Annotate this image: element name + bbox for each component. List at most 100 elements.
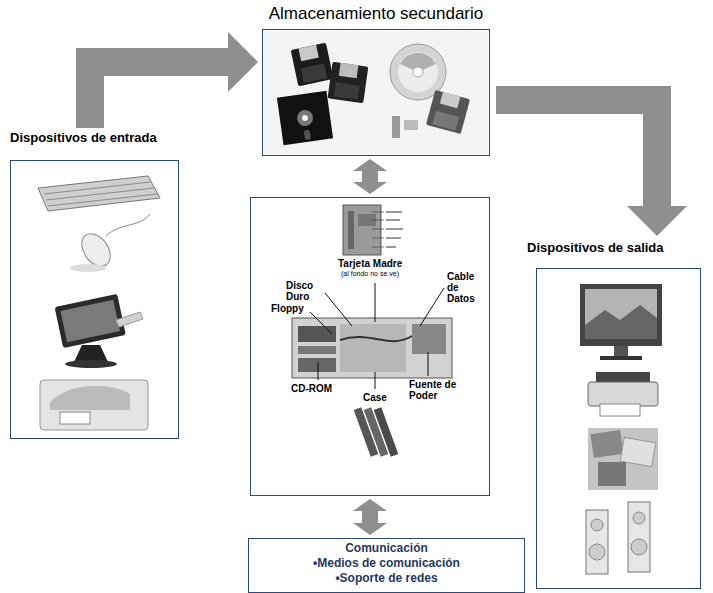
leader-lines-part bbox=[420, 288, 444, 326]
input-devices-pictures-part bbox=[44, 182, 150, 194]
storage-media-photo-part bbox=[404, 120, 418, 130]
computer-parts-pictures-part bbox=[412, 324, 446, 354]
block-arrow bbox=[353, 159, 387, 194]
storage-media-photo-part-part bbox=[298, 45, 318, 61]
output-devices-pictures-part bbox=[580, 284, 662, 346]
part-label: Cable de Datos bbox=[446, 271, 486, 304]
input-devices-pictures-part bbox=[65, 360, 117, 368]
storage-media-photo-part bbox=[398, 52, 438, 92]
output-devices-pictures-part bbox=[631, 539, 647, 555]
output-devices-pictures-part bbox=[600, 404, 640, 416]
arrow-head bbox=[627, 206, 687, 236]
computer-parts-pictures-part bbox=[386, 219, 400, 221]
computer-parts-pictures-part bbox=[372, 212, 384, 213]
box-frame bbox=[536, 268, 701, 589]
storage-media-photo-part-part bbox=[432, 111, 459, 131]
input-devices-pictures-part bbox=[70, 264, 106, 272]
storage-media-photo-part bbox=[277, 91, 333, 145]
computer-parts-pictures-part-part bbox=[374, 407, 399, 457]
section-heading: Almacenamiento secundario bbox=[262, 3, 490, 24]
section-heading: Dispositivos de salida bbox=[527, 240, 701, 256]
computer-parts-pictures-part bbox=[386, 228, 403, 230]
input-devices-pictures-part bbox=[60, 412, 90, 424]
computer-parts-pictures-part bbox=[298, 346, 336, 354]
computer-parts-pictures-part bbox=[340, 324, 406, 372]
part-label: Floppy bbox=[270, 303, 305, 314]
bullet-item: •Medios de comunicación bbox=[248, 556, 525, 571]
node-box: Almacenamiento secundario bbox=[262, 3, 490, 156]
output-devices-pictures-part bbox=[588, 382, 658, 406]
input-devices-pictures-part bbox=[55, 294, 126, 348]
storage-media-photo-part bbox=[264, 31, 488, 154]
output-devices-pictures-part bbox=[614, 346, 628, 356]
leader-lines bbox=[310, 283, 444, 389]
section-heading: Dispositivos de entrada bbox=[10, 130, 179, 146]
input-devices-pictures-part bbox=[50, 386, 130, 410]
node-box: Dispositivos de entrada bbox=[10, 130, 179, 439]
part-label: Disco Duro bbox=[285, 280, 323, 302]
node-box: Comunicación•Medios de comunicación•Sopo… bbox=[248, 538, 525, 593]
arrow-shaft bbox=[90, 62, 229, 128]
arrow-head bbox=[228, 32, 258, 92]
storage-media-photo-part-part bbox=[339, 63, 359, 78]
output-devices-pictures-part bbox=[585, 305, 657, 339]
part-label: Tarjeta Madre bbox=[337, 258, 403, 269]
block-arrow bbox=[90, 32, 258, 128]
input-devices-pictures-part bbox=[116, 312, 143, 327]
storage-media-photo-part-part bbox=[426, 90, 470, 134]
storage-media-photo-part bbox=[392, 116, 400, 138]
input-devices-pictures-part-part bbox=[55, 294, 126, 348]
box-heading: Comunicación bbox=[248, 541, 525, 556]
computer-parts-pictures-part bbox=[298, 358, 336, 372]
computer-parts-pictures-part bbox=[372, 229, 384, 230]
output-devices-pictures-part bbox=[598, 462, 626, 486]
input-devices-pictures-part-part bbox=[60, 300, 119, 343]
computer-parts-pictures-part bbox=[386, 237, 401, 239]
computer-parts-pictures bbox=[292, 205, 452, 457]
part-label: Case bbox=[362, 392, 388, 403]
leader-lines-part bbox=[375, 372, 376, 389]
output-devices-pictures-part bbox=[585, 289, 657, 339]
output-devices-pictures-part bbox=[591, 519, 603, 531]
output-devices-pictures-part bbox=[586, 510, 608, 574]
storage-media-photo-part-part bbox=[304, 129, 311, 140]
input-devices-pictures-part bbox=[48, 194, 157, 206]
output-devices-pictures-part bbox=[589, 544, 605, 560]
leader-lines-part bbox=[325, 293, 352, 326]
storage-media-photo-part-part bbox=[301, 63, 328, 83]
computer-parts-pictures-part bbox=[372, 220, 384, 221]
bullet-item: •Soporte de redes bbox=[248, 571, 525, 586]
leader-lines-part bbox=[375, 283, 376, 322]
computer-parts-pictures-part bbox=[374, 407, 399, 457]
arrow-head bbox=[353, 523, 387, 535]
storage-media-photo-part-part bbox=[334, 82, 360, 99]
computer-parts-pictures-part bbox=[343, 205, 381, 255]
leader-lines-part bbox=[428, 352, 429, 376]
output-devices-pictures bbox=[580, 284, 662, 574]
storage-media-photo-part-part bbox=[296, 109, 314, 127]
arrow-shaft bbox=[362, 510, 378, 524]
input-devices-pictures-part bbox=[46, 188, 154, 200]
box-frame bbox=[10, 160, 179, 439]
block-arrow bbox=[496, 100, 687, 236]
storage-media-photo-part bbox=[426, 90, 470, 134]
box-frame bbox=[262, 29, 490, 156]
output-devices-pictures-part bbox=[628, 502, 650, 572]
storage-media-photo-part bbox=[328, 62, 369, 104]
storage-media-photo-part-part bbox=[291, 43, 334, 87]
storage-media-photo-part-part bbox=[302, 115, 309, 122]
computer-parts-pictures-part bbox=[348, 211, 354, 249]
computer-parts-pictures-part bbox=[340, 336, 412, 341]
storage-media-photo-part-part bbox=[277, 91, 333, 145]
part-label: CD-ROM bbox=[290, 383, 333, 394]
storage-media-photo-part bbox=[413, 67, 423, 77]
part-note: (al fondo no se ve) bbox=[340, 270, 400, 278]
arrow-head bbox=[353, 499, 387, 511]
storage-media-photo bbox=[264, 31, 488, 154]
arrow-head bbox=[353, 182, 387, 194]
output-devices-pictures-part bbox=[590, 430, 623, 458]
input-devices-pictures-part bbox=[106, 214, 150, 236]
arrow-shaft bbox=[362, 170, 378, 183]
